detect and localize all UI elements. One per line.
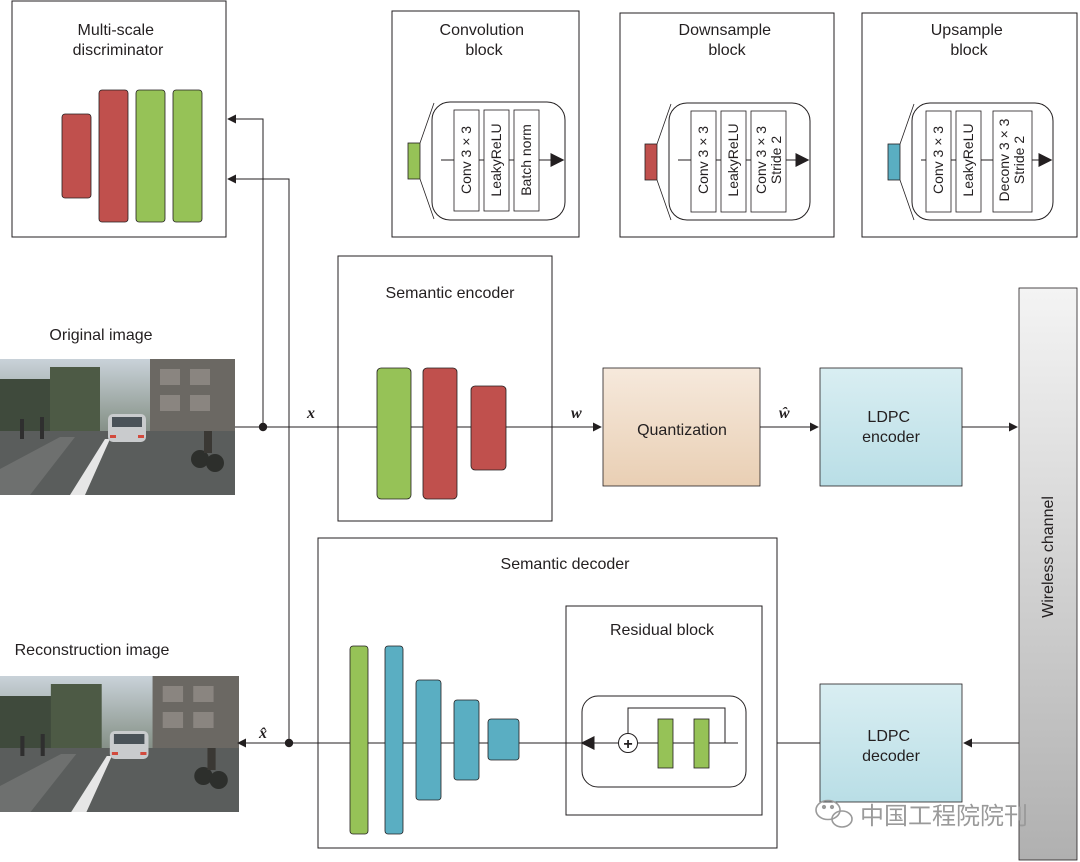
dec-layer-1 xyxy=(349,645,369,835)
dec-layer-5 xyxy=(487,718,520,761)
down-block-icon xyxy=(644,143,658,181)
original-image xyxy=(0,359,235,495)
symbol-w: w xyxy=(571,405,582,422)
dec-layer-3 xyxy=(415,679,442,801)
x-hat-junction-dot xyxy=(284,738,294,748)
conv-block-icon xyxy=(407,142,421,180)
symbol-x: x xyxy=(306,405,315,422)
up-layer-deconv: Deconv 3 × 3 xyxy=(996,118,1012,201)
quantization-label: Quantization xyxy=(637,422,727,439)
downsample-block-legend: Downsample block Conv 3 × 3 LeakyReLU Co… xyxy=(619,12,835,238)
enc-layer-2 xyxy=(422,367,458,500)
semantic-decoder: Semantic decoder Residual block + xyxy=(317,537,778,849)
convolution-block-title: Convolution block xyxy=(440,22,529,59)
semantic-encoder-title: Semantic encoder xyxy=(386,285,516,302)
down-layer-conv: Conv 3 × 3 xyxy=(695,126,711,194)
dec-layer-4 xyxy=(453,699,480,781)
residual-block-title: Residual block xyxy=(610,622,715,639)
down-layer-leakyrelu: LeakyReLU xyxy=(725,123,741,196)
disc-layer-3 xyxy=(135,89,166,223)
discriminator-panel: Multi-scale discriminator xyxy=(11,0,227,238)
semantic-decoder-title: Semantic decoder xyxy=(501,556,631,573)
up-layer-conv: Conv 3 × 3 xyxy=(930,126,946,194)
enc-layer-3 xyxy=(470,385,507,471)
dec-layer-2 xyxy=(384,645,404,835)
upsample-block-legend: Upsample block Conv 3 × 3 LeakyReLU Deco… xyxy=(861,12,1078,238)
wechat-icon xyxy=(815,799,853,828)
watermark: 中国工程院院刊 xyxy=(815,799,1028,830)
up-layer-stride-label: Stride 2 xyxy=(1011,136,1027,184)
reconstruction-image xyxy=(0,676,239,812)
disc-layer-4 xyxy=(172,89,203,223)
original-image-label: Original image xyxy=(49,327,152,344)
convolution-block-legend: Convolution block Conv 3 × 3 LeakyReLU B… xyxy=(391,10,580,238)
residual-layer-1 xyxy=(657,718,674,769)
enc-layer-1 xyxy=(376,367,412,500)
symbol-w-hat: ŵ xyxy=(778,405,790,422)
downsample-block-title: Downsample block xyxy=(679,22,776,59)
down-layer-stride-label: Stride 2 xyxy=(768,136,784,184)
up-layer-leakyrelu: LeakyReLU xyxy=(960,123,976,196)
disc-layer-1 xyxy=(61,113,92,199)
discriminator-title: Multi-scale discriminator xyxy=(73,22,164,59)
watermark-text: 中国工程院院刊 xyxy=(860,802,1028,830)
ldpc-encoder-label: LDPC encoder xyxy=(862,409,920,446)
residual-add-icon xyxy=(618,733,638,753)
wireless-channel: Wireless channel xyxy=(1018,287,1078,861)
quantization-block: Quantization xyxy=(602,367,761,487)
disc-layer-2 xyxy=(98,89,129,223)
down-layer-stride-conv: Conv 3 × 3 xyxy=(753,126,769,194)
up-block-icon xyxy=(887,143,901,181)
symbol-x-hat: x̂ xyxy=(258,725,267,742)
upsample-block-title: Upsample block xyxy=(931,22,1007,59)
conv-layer-batchnorm: Batch norm xyxy=(518,124,534,196)
conv-layer-conv: Conv 3 × 3 xyxy=(458,126,474,194)
ldpc-decoder-block: LDPC decoder xyxy=(819,683,963,803)
residual-block: Residual block + xyxy=(565,605,763,816)
conv-layer-leakyrelu: LeakyReLU xyxy=(488,123,504,196)
semantic-encoder: Semantic encoder xyxy=(337,255,553,522)
wireless-channel-label: Wireless channel xyxy=(1040,496,1057,618)
residual-layer-2 xyxy=(693,718,710,769)
residual-add-symbol: + xyxy=(623,736,632,753)
reconstruction-image-label: Reconstruction image xyxy=(15,642,170,659)
ldpc-encoder-block: LDPC encoder xyxy=(819,367,963,487)
ldpc-decoder-label: LDPC decoder xyxy=(862,728,920,765)
x-junction-dot xyxy=(258,422,268,432)
